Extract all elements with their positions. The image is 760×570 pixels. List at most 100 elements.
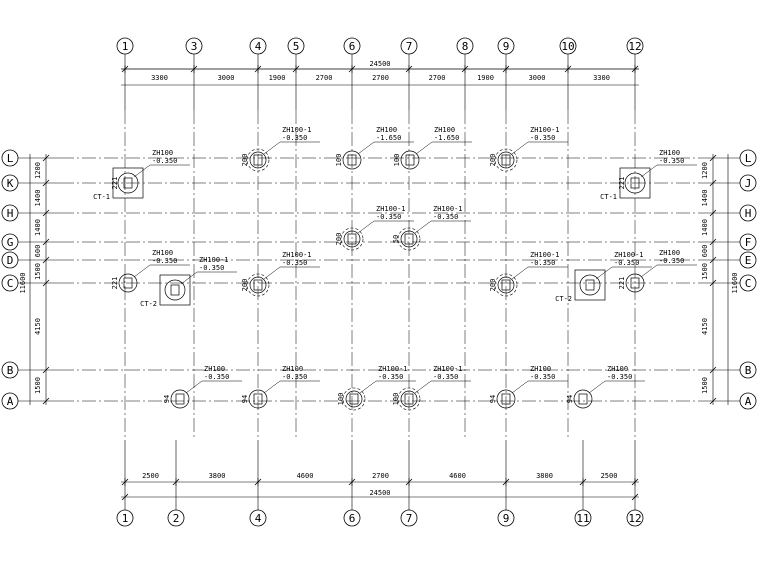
axis-left-L-label: L xyxy=(7,152,14,165)
left-dim-text: 1400 xyxy=(34,190,42,207)
pile-circle xyxy=(118,273,138,293)
pile-offset-label: 221 xyxy=(111,177,119,190)
pile-elevation-label: -0.350 xyxy=(282,373,307,381)
axis-bottom-4: 4 xyxy=(249,509,267,527)
left-dim-tick xyxy=(42,366,50,374)
column-section xyxy=(501,279,511,291)
pile-circle xyxy=(624,172,646,194)
grid-lines xyxy=(18,54,740,510)
axis-left-H-label: H xyxy=(7,207,14,220)
axis-left-C-circle xyxy=(1,274,19,292)
axis-left-L: L xyxy=(1,149,19,167)
pile-elevation-label: -0.350 xyxy=(530,134,555,142)
leader-line xyxy=(414,380,432,394)
left-dim-text: 600 xyxy=(34,245,42,258)
axis-right-E: E xyxy=(739,251,757,269)
pile-elevation-label: -0.350 xyxy=(282,134,307,142)
pile-offset-label: 100 xyxy=(393,154,401,167)
pile-elevation-label: -0.350 xyxy=(282,259,307,267)
left-total-text: 11600 xyxy=(19,272,27,293)
axis-bottom-9-circle xyxy=(497,509,515,527)
pile-circle xyxy=(164,279,186,301)
axis-right-E-label: E xyxy=(745,254,752,267)
axis-top-1: 1 xyxy=(116,37,134,55)
axis-left-A: A xyxy=(1,392,19,410)
column-section xyxy=(253,154,263,166)
axis-top-4-circle xyxy=(249,37,267,55)
axis-right-L: L xyxy=(739,149,757,167)
pile-elevation-label: -0.350 xyxy=(378,373,403,381)
top-dim-text: 1900 xyxy=(269,74,286,82)
pile-outer-dashed xyxy=(494,148,518,172)
axis-top-8-label: 8 xyxy=(462,40,469,53)
axis-right-A-circle xyxy=(739,392,757,410)
leader-line xyxy=(357,220,375,234)
pile-elevation-label: -1.650 xyxy=(376,134,401,142)
left-dim-text: 1400 xyxy=(34,219,42,236)
pile-type-label: ZH100 xyxy=(282,365,303,373)
pile-cap-tag: CT-1 xyxy=(600,193,617,201)
pile-type-label: ZH100 xyxy=(530,365,551,373)
leader-line xyxy=(588,380,606,394)
bottom-dim-text: 3800 xyxy=(536,472,553,480)
pile-offset-label: 200 xyxy=(335,233,343,246)
axis-top-7-circle xyxy=(400,37,418,55)
right-dim-tick xyxy=(709,209,717,217)
axis-bottom-12: 12 xyxy=(626,509,644,527)
pile-offset-label: 50 xyxy=(392,235,400,243)
axis-right-J: J xyxy=(739,174,757,192)
pile-circle xyxy=(496,389,516,409)
axis-bottom-7: 7 xyxy=(400,509,418,527)
pile-type-label: ZH100-1 xyxy=(282,251,312,259)
pile-outer-dashed xyxy=(340,227,364,251)
pile-type-label: ZH100-1 xyxy=(376,205,406,213)
axis-top-6-circle xyxy=(343,37,361,55)
left-dim-tick xyxy=(42,209,50,217)
axis-left-K-circle xyxy=(1,174,19,192)
axis-left-C: C xyxy=(1,274,19,292)
axis-bottom-6-label: 6 xyxy=(349,512,356,525)
pile-elevation-label: -0.350 xyxy=(614,259,639,267)
pile-circle xyxy=(249,151,267,169)
column-section xyxy=(347,154,357,166)
axis-right-L-label: L xyxy=(745,152,752,165)
bottom-dim-text: 2500 xyxy=(142,472,159,480)
axis-left-H-circle xyxy=(1,204,19,222)
axis-left-H: H xyxy=(1,204,19,222)
right-dim-tick xyxy=(709,279,717,287)
left-dim-tick xyxy=(42,256,50,264)
axis-left-G-label: G xyxy=(7,236,14,249)
pile-circle xyxy=(625,273,645,293)
axis-top-7-label: 7 xyxy=(406,40,413,53)
axis-left-A-label: A xyxy=(7,395,14,408)
top-dim-text: 2700 xyxy=(372,74,389,82)
axis-right-F-label: F xyxy=(745,236,752,249)
leader-line xyxy=(185,380,203,394)
pile-type-label: ZH100-1 xyxy=(378,365,408,373)
pile-elevation-label: -0.350 xyxy=(376,213,401,221)
pile-cap-7: ZH100-1-0.350 200 xyxy=(335,205,414,251)
leader-line xyxy=(133,264,151,278)
pile-elevation-label: -0.350 xyxy=(433,213,458,221)
axis-left-K: K xyxy=(1,174,19,192)
pile-offset-label: 221 xyxy=(111,277,119,290)
pile-type-label: ZH100 xyxy=(152,149,173,157)
leader-line xyxy=(415,141,433,155)
pile-circle xyxy=(579,274,601,296)
pile-offset-label: 94 xyxy=(241,395,249,403)
leader-line xyxy=(511,266,529,280)
column-section xyxy=(501,154,511,166)
pile-outer-dashed xyxy=(246,273,270,297)
pile-type-label: ZH100 xyxy=(659,249,680,257)
left-dim-text: 4150 xyxy=(34,318,42,335)
pile-elevation-label: -0.350 xyxy=(199,264,224,272)
pile-elevation-label: -0.350 xyxy=(659,257,684,265)
axis-bottom-1-circle xyxy=(116,509,134,527)
